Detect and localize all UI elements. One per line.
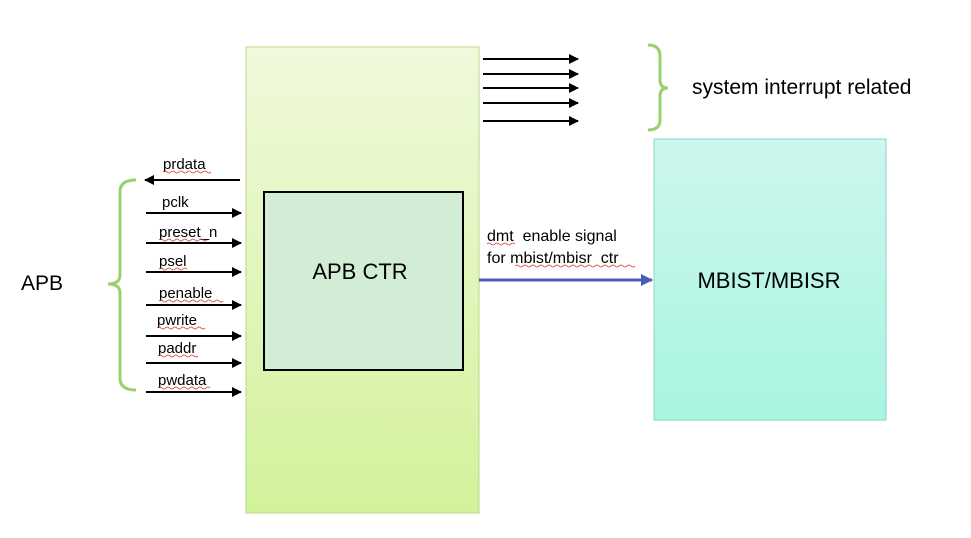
mbist-mbisr-label: MBIST/MBISR xyxy=(697,268,840,293)
penable-label: penable xyxy=(159,285,212,302)
paddr-label: paddr xyxy=(158,340,196,357)
pclk-label: pclk xyxy=(162,194,189,211)
enable-signal-label-line2: for mbist/mbisr ctr xyxy=(487,250,619,267)
psel-label: psel xyxy=(159,253,187,270)
interrupt-label: system interrupt related xyxy=(692,76,911,99)
enable-signal-label-line1: dmt enable signal xyxy=(487,228,617,245)
apb-ctr-box xyxy=(263,191,464,371)
input-signals: pclk preset_n psel penable pwrite paddr … xyxy=(146,194,242,397)
apb-group-label: APB xyxy=(21,272,63,295)
apb-group-brace xyxy=(107,178,137,392)
preset-n-label: preset_n xyxy=(159,224,217,241)
pwrite-label: pwrite xyxy=(157,312,197,329)
prdata-label: prdata xyxy=(163,156,206,173)
pwdata-label: pwdata xyxy=(158,372,207,389)
mbist-mbisr-block xyxy=(653,138,887,421)
interrupt-arrows xyxy=(483,54,579,126)
interrupt-brace xyxy=(647,43,669,132)
apb-ctr-label: APB CTR xyxy=(312,259,407,284)
